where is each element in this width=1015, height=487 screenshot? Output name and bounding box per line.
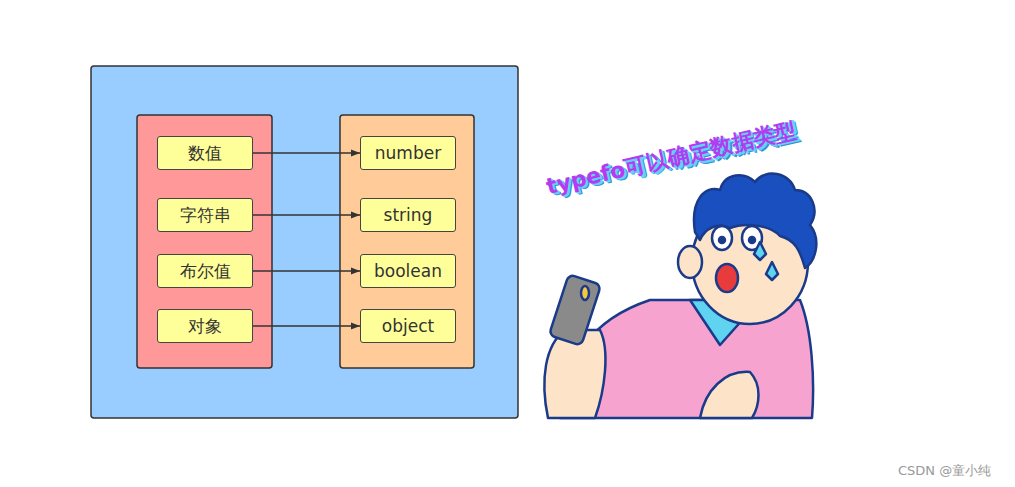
right-panel xyxy=(340,115,474,368)
value-type-box: 对象 xyxy=(157,309,253,343)
value-type-box: 字符串 xyxy=(157,198,253,232)
value-type-box: 布尔值 xyxy=(157,254,253,288)
watermark: CSDN @童小纯 xyxy=(898,462,991,480)
type-arrow xyxy=(253,152,360,154)
type-name-box: boolean xyxy=(360,254,456,288)
type-name-box: number xyxy=(360,136,456,170)
left-panel xyxy=(137,115,272,368)
type-arrow xyxy=(253,270,360,272)
box-text: 对象 xyxy=(188,315,222,338)
box-text: object xyxy=(382,316,434,336)
box-text: 布尔值 xyxy=(180,260,231,283)
box-text: 数值 xyxy=(188,142,222,165)
type-name-box: string xyxy=(360,198,456,232)
box-text: number xyxy=(375,143,441,163)
type-name-box: object xyxy=(360,309,456,343)
cartoon-figure xyxy=(544,174,816,418)
box-text: boolean xyxy=(374,261,442,281)
type-arrow xyxy=(253,214,360,216)
box-text: string xyxy=(384,205,433,225)
type-arrow xyxy=(253,325,360,327)
value-type-box: 数值 xyxy=(157,136,253,170)
outer-panel xyxy=(91,66,518,418)
box-text: 字符串 xyxy=(180,204,231,227)
